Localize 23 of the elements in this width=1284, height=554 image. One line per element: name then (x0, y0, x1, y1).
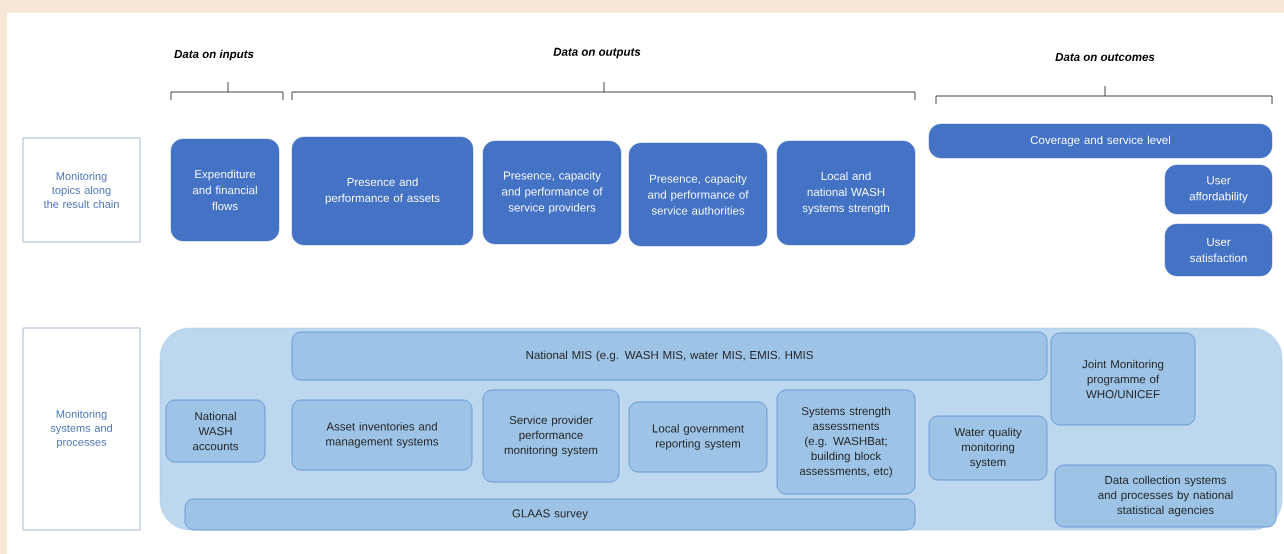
topic-box: Presence and performance of assets (291, 136, 474, 246)
topic-box: User affordability (1164, 164, 1273, 215)
system-box: National MIS (e.g. WASH MIS, water MIS, EMIS. HMIS (291, 331, 1048, 381)
system-box: Data collection systems and processes by national statistical agencies (1054, 464, 1277, 528)
topic-box: Presence, capacity and performance of service providers (482, 140, 622, 245)
system-box: Local government reporting system (628, 401, 768, 473)
topic-box: Coverage and service level (928, 123, 1273, 159)
topic-box: Local and national WASH systems strength (776, 140, 916, 246)
system-box: Systems strength assessments (e.g. WASHBat; building block assessments, etc) (776, 389, 916, 495)
group-heading: Data on outcomes (1055, 53, 1155, 61)
topic-box: User satisfaction (1164, 223, 1273, 277)
system-box: National WASH accounts (165, 399, 266, 463)
group-heading: Data on outputs (553, 47, 641, 59)
group-heading: Data on inputs (174, 49, 254, 61)
system-box: Water quality monitoring system (928, 415, 1048, 481)
system-box: Joint Monitoring programme of WHO/UNICEF (1050, 332, 1196, 426)
system-box: Asset inventories and management systems (291, 399, 473, 471)
system-box: GLAAS survey (184, 498, 916, 531)
row-heading-box: Monitoring systems and processes (22, 327, 141, 531)
system-box: Service provider performance monitoring system (482, 389, 620, 483)
topic-box: Presence, capacity and performance of service authorities (628, 142, 768, 247)
topic-box: Expenditure and financial flows (170, 138, 280, 242)
row-heading-box: Monitoring topics along the result chain (22, 137, 141, 243)
